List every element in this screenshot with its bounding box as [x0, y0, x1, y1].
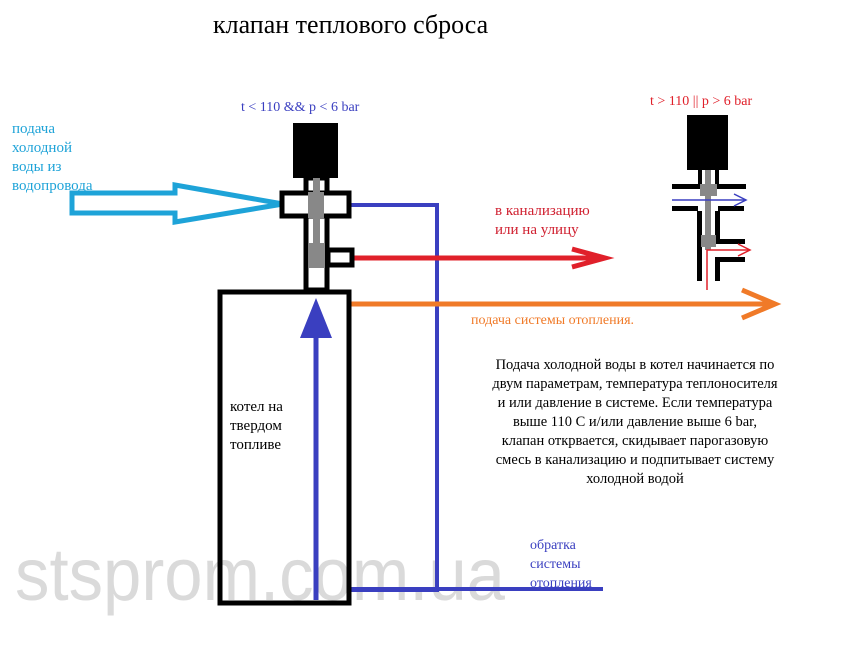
cold-water-label: подача холодной воды из водопровода [12, 121, 93, 194]
boiler-flow-arrowhead [300, 298, 332, 338]
drain-arrowhead [571, 246, 615, 270]
description-text: Подача холодной воды в котел начинается … [492, 357, 778, 487]
page-title: клапан теплового сброса [213, 10, 489, 39]
return-label: обратка системы отопления [530, 538, 592, 591]
cold-water-arrow [69, 182, 284, 225]
open-state-label: t > 110 || p > 6 bar [650, 94, 753, 109]
supply-arrowhead [741, 287, 782, 321]
heating-supply-label: подача системы отопления. [471, 313, 635, 328]
closed-state-label: t < 110 && p < 6 bar [241, 100, 360, 115]
boiler-label: котел на твердом топливе [230, 399, 283, 453]
drain-label: в канализацию или на улицу [495, 203, 590, 238]
valve-open [672, 115, 752, 290]
valve-closed [279, 123, 355, 293]
boiler [217, 289, 352, 606]
